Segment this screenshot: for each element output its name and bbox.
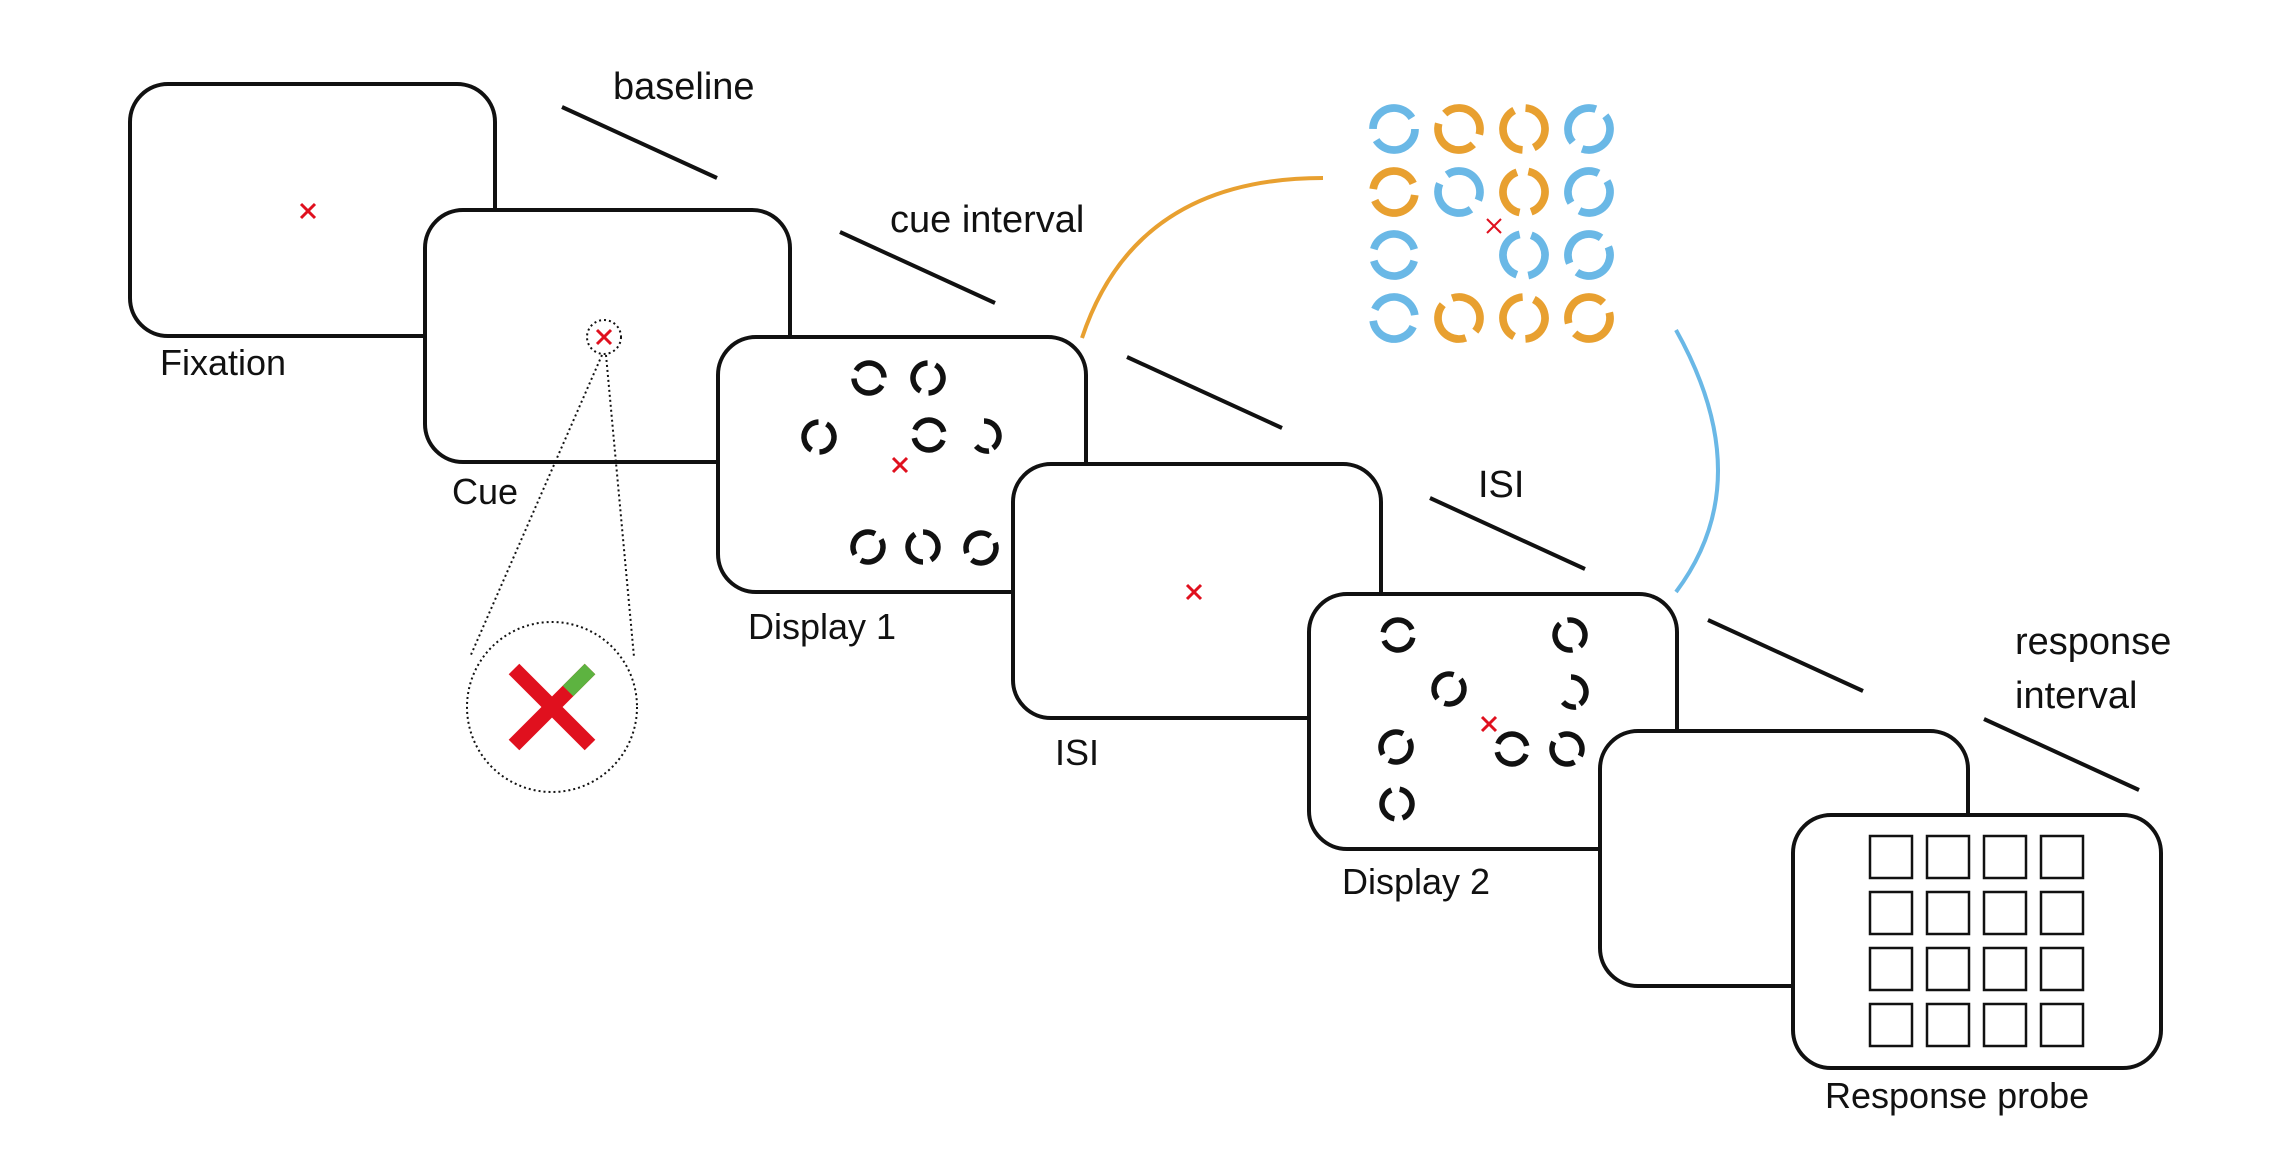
screen-label-cue: Cue (452, 471, 518, 512)
screen-isi: ISI (1011, 462, 1383, 773)
blue-item (1430, 163, 1488, 221)
probe-cell (2039, 890, 2085, 936)
probe-cell (1925, 1002, 1971, 1048)
orange-item (1432, 291, 1485, 344)
probe-grid (1868, 834, 2085, 1048)
orange-item (1370, 168, 1417, 215)
blue-item (1561, 227, 1616, 282)
probe-cell (1982, 1002, 2028, 1048)
colored-item-grid (1366, 99, 1618, 346)
cue-magnifier (466, 354, 638, 793)
screen-label-display2: Display 2 (1342, 861, 1490, 902)
probe-cell (1868, 946, 1914, 992)
blue-item (1559, 99, 1618, 158)
orange-item (1499, 167, 1549, 217)
blue-item (1497, 228, 1551, 282)
probe-cell (2039, 946, 2085, 992)
probe-cell (2039, 1002, 2085, 1048)
probe-cell (1982, 946, 2028, 992)
probe-cell (2039, 834, 2085, 880)
interval-cue: cue interval (839, 199, 1084, 305)
blue-item (1560, 163, 1618, 221)
interval-label-isi: ISI (1478, 464, 1524, 506)
probe-cell (1925, 890, 1971, 936)
interval-isi: ISI (1429, 464, 1586, 571)
display2-item-partial (1560, 674, 1589, 710)
interval-label-response-line2: interval (2015, 675, 2138, 717)
interval-label-cue: cue interval (890, 199, 1084, 241)
probe-cell (1868, 890, 1914, 936)
probe-cell (1868, 834, 1914, 880)
screen-cue: Cue (423, 208, 792, 512)
screen-display-2: Display 2 (1307, 592, 1679, 902)
probe-cell (1982, 834, 2028, 880)
blue-item (1373, 108, 1415, 150)
probe-cell (1868, 1002, 1914, 1048)
magnified-cue-icon (508, 663, 596, 751)
probe-cell (1982, 890, 2028, 936)
interval-baseline: baseline (561, 66, 755, 180)
interval-response: response interval (1983, 621, 2171, 792)
screen-label-isi: ISI (1055, 732, 1099, 773)
blue-item (1368, 229, 1420, 281)
probe-cell (1925, 834, 1971, 880)
orange-item (1496, 290, 1553, 347)
screen-label-response-probe: Response probe (1825, 1075, 2089, 1116)
colored-stimulus-inset (1080, 99, 1720, 594)
screen-label-display1: Display 1 (748, 606, 896, 647)
orange-item (1563, 292, 1614, 343)
cue-magnify-source (586, 319, 622, 355)
screen-response-probe: Response probe (1791, 813, 2163, 1116)
blue-connector (1674, 329, 1720, 594)
display1-item-group (799, 358, 1001, 568)
interval-label-baseline: baseline (613, 66, 755, 108)
interval-display1-gap (1126, 355, 1283, 430)
display2-item-group (1376, 618, 1588, 822)
interval-label-response-line1: response (2015, 621, 2171, 663)
screen-label-fixation: Fixation (160, 342, 286, 383)
orange-item (1502, 107, 1547, 152)
display1-item-partial (973, 418, 1002, 454)
blue-item (1366, 290, 1421, 345)
orange-connector (1080, 176, 1324, 339)
orange-item (1429, 99, 1488, 158)
inset-cross-icon (1486, 218, 1502, 234)
interval-display2-gap (1707, 618, 1864, 693)
probe-cell (1925, 946, 1971, 992)
